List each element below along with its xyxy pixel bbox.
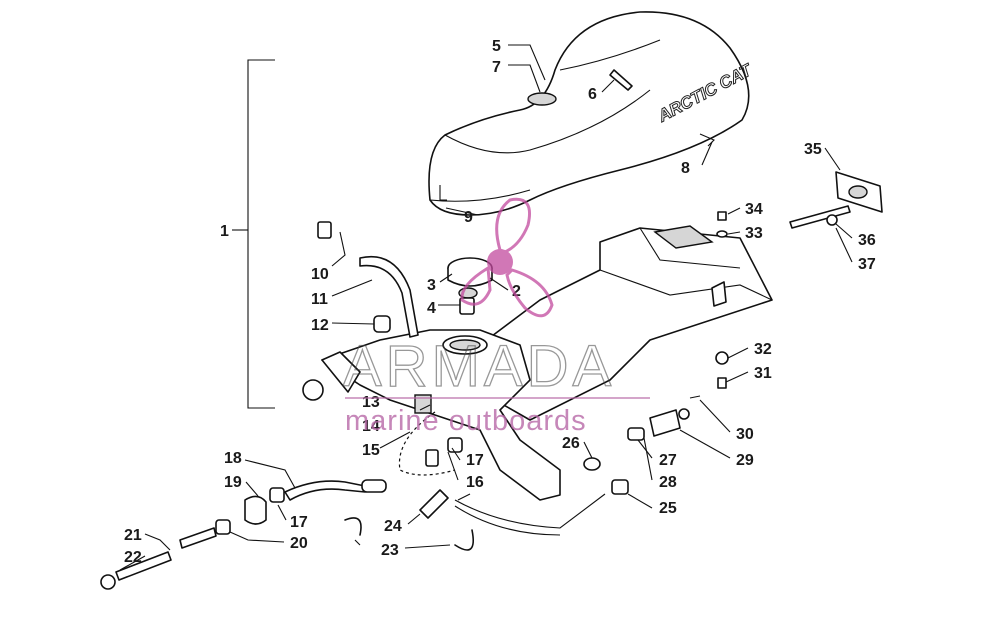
clamp-23b	[454, 529, 474, 551]
callout-23: 23	[381, 542, 399, 559]
fuel-line	[100, 479, 387, 590]
fuel-tank	[321, 329, 561, 501]
callout-35: 35	[804, 141, 822, 158]
callout-34: 34	[745, 201, 763, 218]
hose-clamp-10	[317, 221, 332, 239]
callout-5: 5	[492, 38, 501, 55]
callout-25: 25	[659, 500, 677, 517]
propeller-logo-icon	[460, 197, 554, 318]
callout-16: 16	[466, 474, 484, 491]
callout-15: 15	[362, 442, 380, 459]
callout-37: 37	[858, 256, 876, 273]
clamp-23a	[344, 517, 362, 536]
callout-27: 27	[659, 452, 677, 469]
callout-17a: 17	[466, 452, 484, 469]
callout-3: 3	[427, 277, 436, 294]
callout-28: 28	[659, 474, 677, 491]
watermark: ARMADA marine outboards	[342, 197, 650, 437]
callout-8: 8	[681, 160, 690, 177]
callout-12: 12	[311, 317, 329, 334]
callouts: 1 2 3 4 5 6 7 8 9 10 11 12 13 14 15 16 1…	[119, 38, 876, 571]
callout-18: 18	[224, 450, 242, 467]
callout-24: 24	[384, 518, 402, 535]
lock-ring-13	[302, 379, 324, 401]
callout-9: 9	[464, 209, 473, 226]
callout-6: 6	[588, 86, 597, 103]
callout-22: 22	[124, 549, 142, 566]
seat: ARCTIC CAT	[428, 11, 756, 216]
seat-strap	[609, 69, 633, 91]
callout-21: 21	[124, 527, 142, 544]
seat-pin	[699, 133, 715, 147]
callout-20: 20	[290, 535, 308, 552]
seat-clip	[439, 185, 447, 201]
callout-4: 4	[427, 300, 436, 317]
callout-29: 29	[736, 452, 754, 469]
callout-32: 32	[754, 341, 772, 358]
vent-hose	[359, 256, 419, 338]
callout-36: 36	[858, 232, 876, 249]
callout-19: 19	[224, 474, 242, 491]
callout-14: 14	[362, 418, 380, 435]
callout-11: 11	[311, 291, 328, 308]
watermark-subtitle: marine outboards	[345, 405, 587, 437]
assembly-bracket	[232, 59, 275, 409]
seat-patch	[527, 92, 557, 106]
filler-cap	[447, 257, 493, 315]
callout-30: 30	[736, 426, 754, 443]
callout-17b: 17	[290, 514, 308, 531]
callout-33: 33	[745, 225, 763, 242]
callout-10: 10	[311, 266, 329, 283]
right-hardware	[627, 171, 883, 441]
grommet-12	[373, 315, 391, 333]
callout-31: 31	[754, 365, 772, 382]
callout-26: 26	[562, 435, 580, 452]
callout-2: 2	[512, 283, 521, 300]
callout-7: 7	[492, 59, 501, 76]
watermark-title: ARMADA	[343, 334, 615, 399]
seat-base	[479, 225, 773, 421]
callout-1: 1	[220, 223, 229, 240]
cable-assembly	[344, 457, 629, 551]
